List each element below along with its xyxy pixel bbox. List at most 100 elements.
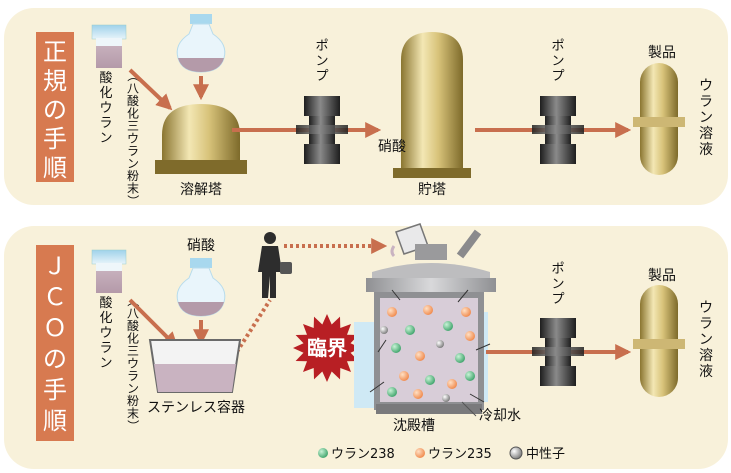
powder-label-char: ラ	[99, 116, 112, 131]
storage-tower	[393, 32, 471, 178]
critical-burst	[293, 314, 361, 382]
pump-label-char: ポ	[315, 39, 328, 54]
powder-label-char: 化	[127, 107, 139, 121]
u238-legend-marker	[318, 448, 328, 458]
pump-label-char: ポ	[551, 262, 564, 277]
dissolution-tower-label: 溶解塔	[180, 182, 222, 198]
product-label: 製品	[648, 45, 676, 61]
u238-legend-label: ウラン238	[331, 447, 395, 462]
powder-label-char: ラ	[127, 369, 139, 383]
u235-particle	[415, 351, 425, 361]
title-char: Ｃ	[43, 283, 67, 311]
neutron-streak	[457, 289, 469, 303]
neutron-streak	[391, 289, 401, 301]
powder-label-char: 粉	[127, 169, 139, 183]
pump-label: ポンプ	[315, 39, 328, 84]
u235-particle	[423, 305, 433, 315]
uranium-powder-bag	[91, 249, 127, 293]
u238-particle	[425, 375, 435, 385]
u235-particle	[413, 389, 423, 399]
dissolution-tower	[155, 104, 247, 174]
u235-particle	[387, 307, 397, 317]
powder-label-char: ン	[127, 382, 139, 396]
u235-legend-label: ウラン235	[428, 447, 492, 462]
powder-label-char: ウ	[99, 101, 112, 116]
pump-label: ポンプ	[551, 262, 564, 307]
legend: ウラン238 ウラン235 中性子	[318, 446, 565, 462]
nitric-acid-flask	[176, 258, 226, 317]
powder-label-char: 三	[127, 344, 139, 358]
u238-particle	[465, 371, 475, 381]
pump	[532, 96, 584, 164]
powder-label-char: 化	[99, 86, 112, 101]
powder-label-char: ウ	[127, 132, 139, 146]
pump-label-char: プ	[551, 69, 564, 84]
neutron-legend-label: 中性子	[526, 447, 565, 462]
pump	[296, 96, 348, 164]
solution-label-char: 液	[699, 142, 713, 158]
pump-label-char: プ	[551, 292, 564, 307]
pump-label-char: ン	[315, 54, 328, 69]
critical-label: 臨界	[307, 336, 347, 360]
solution-label-char: ウ	[699, 78, 713, 94]
powder-label-char: 酸	[127, 93, 139, 108]
pump-label-char: プ	[315, 69, 328, 84]
powder-label-char: ）	[126, 420, 140, 432]
powder-label-char: ）	[126, 195, 140, 207]
u235-particle	[465, 331, 475, 341]
u238-particle	[455, 353, 465, 363]
nitric-acid-label: 硝酸	[187, 238, 215, 254]
u238-particle	[443, 321, 453, 331]
u238-particle	[405, 325, 415, 335]
powder-label-char: 末	[127, 182, 139, 196]
neutron-particle	[380, 326, 388, 334]
powder-label-char: 酸	[99, 71, 112, 86]
u235-particle	[399, 371, 409, 381]
neutron-legend-marker	[509, 446, 523, 460]
powder-label-char: 三	[127, 119, 139, 133]
powder-label-char: 末	[127, 407, 139, 421]
u238-particle	[391, 343, 401, 353]
storage-tower-label: 貯塔	[418, 182, 446, 198]
stainless-container	[148, 339, 242, 393]
u235-particle	[447, 379, 457, 389]
title-char: の	[43, 345, 67, 373]
top-title-box	[36, 32, 74, 182]
u235-particle	[461, 307, 471, 317]
title-char: 規	[43, 67, 67, 95]
title-char: 順	[43, 407, 67, 435]
powder-label-char: （	[126, 70, 140, 82]
product-label: 製品	[648, 268, 676, 284]
neutron-streak	[475, 343, 491, 351]
nitric-acid-label: 硝酸	[378, 139, 406, 155]
u235-legend-marker	[415, 448, 425, 458]
solution-label-char: ン	[699, 332, 713, 348]
title-char: 手	[43, 125, 67, 153]
title-char: 順	[43, 154, 67, 182]
pump-label-char: ン	[551, 277, 564, 292]
bottom-title-box	[36, 245, 74, 441]
solution-label-char: ラ	[699, 94, 713, 110]
title-char: Ｊ	[43, 252, 67, 280]
u238-particle	[387, 387, 397, 397]
neutron-particle	[442, 394, 450, 402]
title-char: Ｏ	[43, 314, 67, 342]
powder-label-char: ラ	[127, 144, 139, 158]
powder-label-char: 八	[127, 307, 139, 321]
solution-label-char: 液	[699, 364, 713, 380]
neutron-streak	[369, 381, 385, 393]
powder-label-char: 酸	[127, 318, 139, 333]
powder-label-char: 酸	[99, 296, 112, 311]
powder-label-char: ウ	[99, 326, 112, 341]
solution-label-char: ラ	[699, 316, 713, 332]
pump-label-char: ン	[551, 54, 564, 69]
product-capsule	[633, 285, 685, 397]
neutron-particle	[436, 340, 444, 348]
solution-label-char: ウ	[699, 300, 713, 316]
worker-icon	[258, 232, 292, 298]
